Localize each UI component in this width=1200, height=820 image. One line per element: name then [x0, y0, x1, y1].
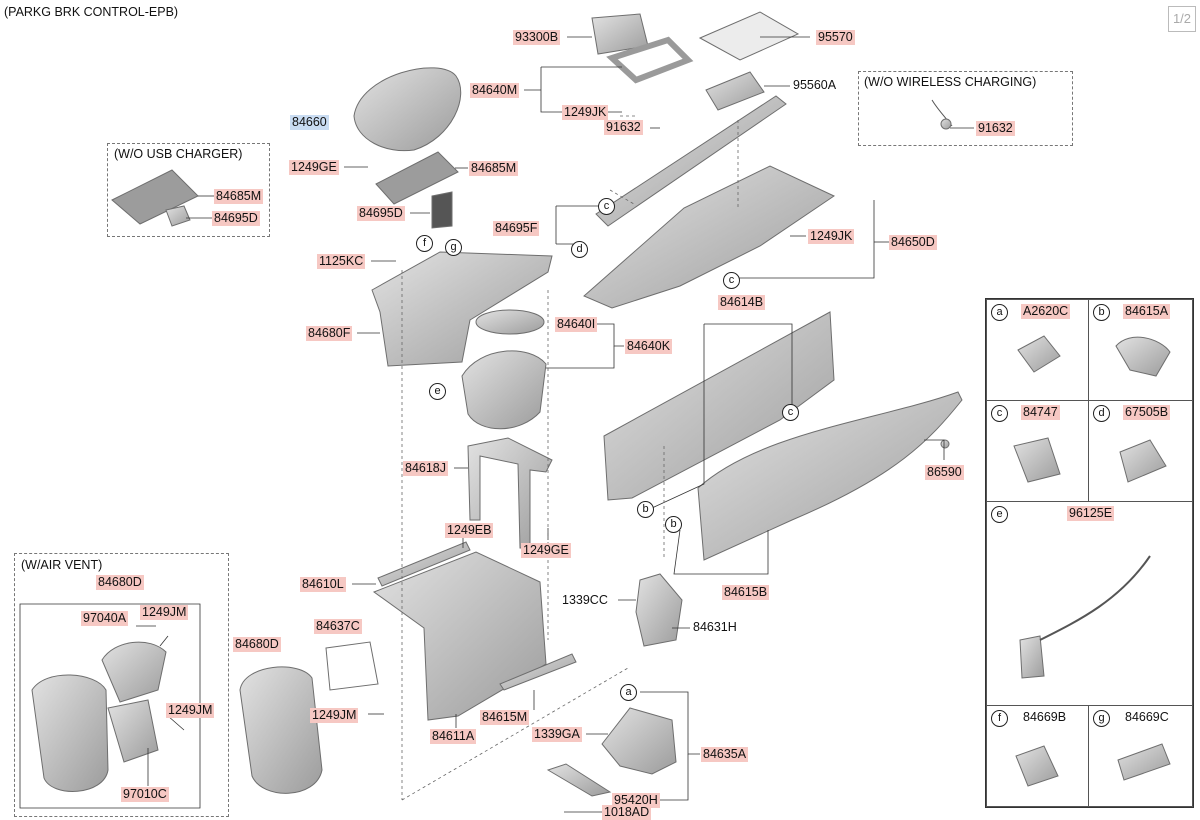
part-label[interactable]: 1249GE	[289, 160, 339, 175]
legend-cell-b[interactable]: b 84615A	[1088, 299, 1193, 401]
group-title-usb: (W/O USB CHARGER)	[114, 147, 243, 161]
legend-cell-e[interactable]: e 96125E	[986, 501, 1193, 706]
part-label[interactable]: 1249JM	[310, 708, 359, 723]
part-label[interactable]: 84695D	[357, 206, 405, 221]
legend-letter: g	[1093, 710, 1110, 727]
callout-b[interactable]: b	[665, 516, 682, 533]
part-label[interactable]: 84611A	[430, 729, 477, 744]
group-box-wireless: (W/O WIRELESS CHARGING)	[858, 71, 1073, 146]
legend-code: 84615A	[1123, 304, 1171, 319]
part-label[interactable]: 95570	[816, 30, 855, 45]
part-label[interactable]: 84610L	[300, 577, 346, 592]
part-label[interactable]: 84685M	[469, 161, 519, 176]
callout-g[interactable]: g	[445, 239, 462, 256]
legend-code: 84669B	[1023, 710, 1067, 724]
callout-a[interactable]: a	[620, 684, 637, 701]
part-label[interactable]: 1249JM	[140, 605, 189, 620]
part-label[interactable]: 1249EB	[445, 523, 494, 538]
part-label[interactable]: 1125KC	[317, 254, 366, 269]
part-label[interactable]: 84635A	[701, 747, 749, 762]
part-label[interactable]: 84685M	[214, 189, 264, 204]
legend-cell-f[interactable]: f 84669B	[986, 705, 1089, 807]
legend-table: a A2620C b 84615A c 84747 d 67505B e 961…	[985, 298, 1194, 808]
part-label[interactable]: 84631H	[693, 620, 737, 634]
legend-cell-c[interactable]: c 84747	[986, 400, 1089, 502]
page-indicator[interactable]: 1/2	[1168, 6, 1196, 32]
legend-cell-g[interactable]: g 84669C	[1088, 705, 1193, 807]
legend-letter: b	[1093, 304, 1110, 321]
callout-c[interactable]: c	[598, 198, 615, 215]
part-label[interactable]: 95420H	[612, 793, 660, 808]
callout-c[interactable]: c	[782, 404, 799, 421]
part-label-selected[interactable]: 84660	[290, 115, 329, 130]
part-label[interactable]: 84680F	[306, 326, 353, 341]
callout-f[interactable]: f	[416, 235, 433, 252]
diagram-title: (PARKG BRK CONTROL-EPB)	[4, 5, 179, 19]
callout-e[interactable]: e	[429, 383, 446, 400]
legend-letter: c	[991, 405, 1008, 422]
part-label[interactable]: 97010C	[121, 787, 169, 802]
part-label[interactable]: 84695D	[212, 211, 260, 226]
legend-code: A2620C	[1021, 304, 1071, 319]
part-label[interactable]: 1339CC	[562, 593, 608, 607]
group-box-usb: (W/O USB CHARGER)	[107, 143, 270, 237]
part-label[interactable]: 84650D	[889, 235, 937, 250]
legend-cell-a[interactable]: a A2620C	[986, 299, 1089, 401]
part-label[interactable]: 84640I	[555, 317, 598, 332]
legend-letter: e	[991, 506, 1008, 523]
part-label[interactable]: 84640K	[625, 339, 673, 354]
legend-code: 67505B	[1123, 405, 1171, 420]
part-label[interactable]: 93300B	[513, 30, 561, 45]
part-label[interactable]: 84637C	[314, 619, 362, 634]
part-label[interactable]: 84614B	[718, 295, 766, 310]
callout-c[interactable]: c	[723, 272, 740, 289]
part-label[interactable]: 84680D	[96, 575, 144, 590]
legend-code: 84747	[1021, 405, 1060, 420]
part-label[interactable]: 91632	[976, 121, 1015, 136]
callout-b[interactable]: b	[637, 501, 654, 518]
part-label[interactable]: 1249JM	[166, 703, 215, 718]
part-label[interactable]: 1018AD	[602, 805, 652, 820]
part-label[interactable]: 97040A	[81, 611, 129, 626]
legend-code: 84669C	[1125, 710, 1169, 724]
group-title-wireless: (W/O WIRELESS CHARGING)	[864, 75, 1037, 89]
group-title-airvent: (W/AIR VENT)	[21, 558, 103, 572]
legend-letter: a	[991, 304, 1008, 321]
part-label[interactable]: 86590	[925, 465, 964, 480]
legend-code: 96125E	[1067, 506, 1115, 521]
part-label[interactable]: 1249GE	[521, 543, 571, 558]
group-box-airvent: (W/AIR VENT)	[14, 553, 229, 817]
legend-letter: d	[1093, 405, 1110, 422]
part-label[interactable]: 84680D	[233, 637, 281, 652]
part-label[interactable]: 1339GA	[532, 727, 582, 742]
legend-cell-d[interactable]: d 67505B	[1088, 400, 1193, 502]
part-label[interactable]: 1249JK	[562, 105, 609, 120]
legend-letter: f	[991, 710, 1008, 727]
part-label[interactable]: 84640M	[470, 83, 520, 98]
part-label[interactable]: 84615M	[480, 710, 530, 725]
part-label[interactable]: 84695F	[493, 221, 540, 236]
callout-d[interactable]: d	[571, 241, 588, 258]
part-label[interactable]: 84618J	[403, 461, 449, 476]
part-label[interactable]: 84615B	[722, 585, 770, 600]
part-label[interactable]: 91632	[604, 120, 643, 135]
part-label[interactable]: 1249JK	[808, 229, 855, 244]
part-label[interactable]: 95560A	[793, 78, 837, 92]
